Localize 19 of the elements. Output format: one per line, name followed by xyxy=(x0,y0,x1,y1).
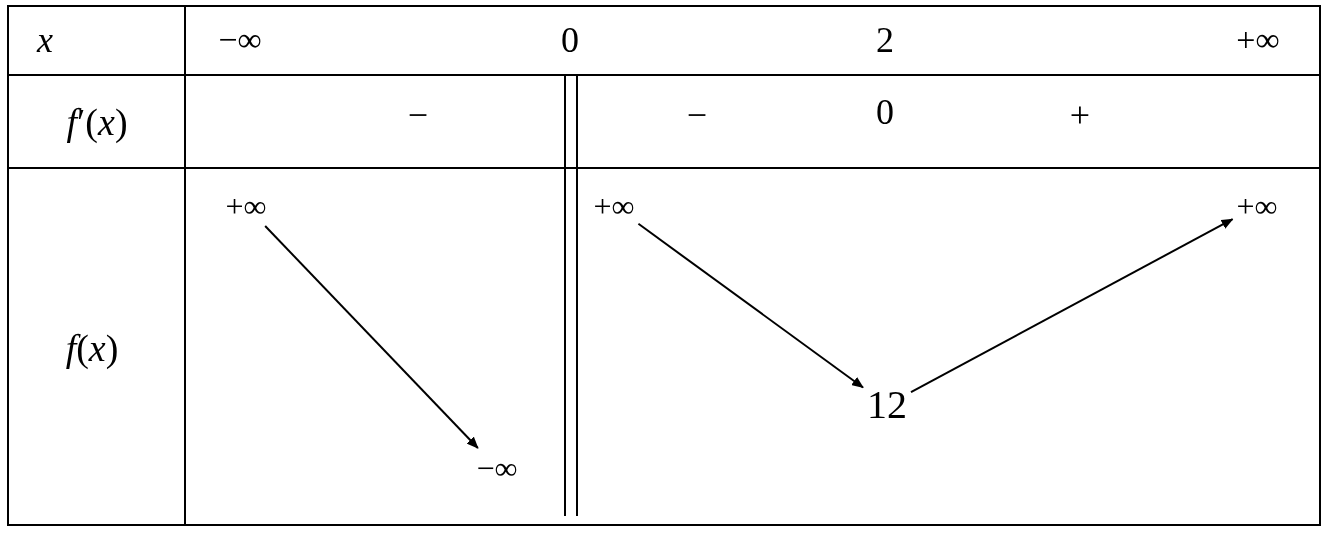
function-label: f′(x) xyxy=(66,103,128,141)
value-label: 12 xyxy=(867,385,907,425)
value-label: +∞ xyxy=(1236,190,1278,222)
sign-label: 0 xyxy=(876,94,894,130)
sign-label: − xyxy=(686,97,708,133)
value-label: 2 xyxy=(876,22,894,58)
sign-label: − xyxy=(407,97,429,133)
arrow xyxy=(637,222,864,389)
function-label: f(x) xyxy=(65,329,119,367)
value-label: 0 xyxy=(561,22,579,58)
value-label: +∞ xyxy=(593,190,635,222)
value-label: −∞ xyxy=(476,452,518,484)
value-label: −∞ xyxy=(218,23,262,57)
sign-label: + xyxy=(1069,97,1091,133)
arrow xyxy=(910,218,1234,394)
value-label: +∞ xyxy=(1236,23,1280,57)
arrow xyxy=(264,225,479,449)
variable-label: x xyxy=(37,22,53,58)
value-label: +∞ xyxy=(225,190,267,222)
